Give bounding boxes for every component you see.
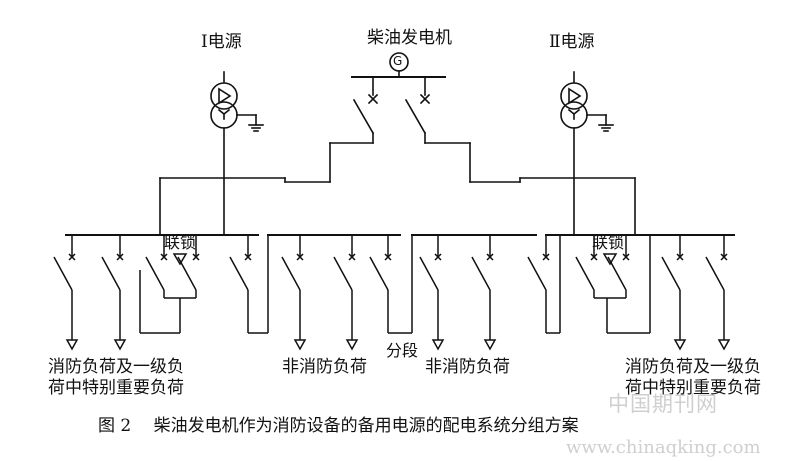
transformer-source-1 (210, 71, 264, 235)
watermark-url: www.chinaqking.com (566, 437, 761, 458)
interlock-label-left: 联锁 (164, 233, 197, 252)
emergency-bus (159, 177, 636, 235)
interlock-group-right (575, 235, 630, 333)
generator-feeder-right (404, 76, 521, 183)
generator-label: 柴油发电机 (367, 28, 452, 48)
load-fire-right-line1: 消防负荷及一级负 (625, 357, 761, 377)
feeder-nonfire-4 (471, 235, 497, 351)
load-fire-left-line1: 消防负荷及一级负 (48, 357, 184, 377)
interlock-group-left (145, 235, 200, 333)
feeder-nonfire-3 (419, 235, 445, 351)
load-fire-right-line2: 荷中特别重要负荷 (625, 378, 761, 398)
transformer-source-2 (560, 71, 614, 235)
figure-caption: 图 2 柴油发电机作为消防设备的备用电源的配电系统分组方案 (98, 416, 579, 436)
feeder-fire-right-1 (661, 235, 687, 351)
source-1-label: Ⅰ电源 (201, 32, 242, 52)
load-nonfire-label-2: 非消防负荷 (425, 357, 510, 377)
watermark-title: 中国期刊网 (608, 392, 718, 416)
load-fire-left-line2: 荷中特别重要负荷 (48, 378, 184, 398)
feeder-nonfire-2 (333, 235, 359, 351)
generator-symbol-letter: G (393, 54, 403, 68)
load-nonfire-label-1: 非消防负荷 (282, 357, 367, 377)
generator-feeder-left (284, 76, 379, 183)
section-tie-breakers (139, 235, 651, 334)
feeder-fire-left-2 (101, 235, 127, 351)
feeder-fire-left-1 (53, 235, 79, 351)
source-2-label: Ⅱ电源 (549, 32, 595, 52)
feeder-nonfire-1 (281, 235, 307, 351)
feeder-fire-right-2 (705, 235, 731, 351)
section-label: 分段 (386, 341, 419, 360)
interlock-label-right: 联锁 (592, 233, 625, 252)
